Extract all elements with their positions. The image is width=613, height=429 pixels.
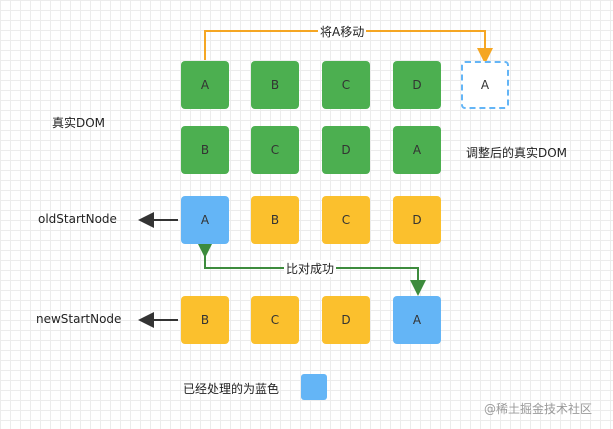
old-start-node-label: oldStartNode xyxy=(38,212,117,226)
real-dom-label: 真实DOM xyxy=(52,116,106,130)
adjusted-dom-node-d: D xyxy=(322,126,370,174)
new-start-node-label: newStartNode xyxy=(36,312,122,326)
new-vnode-c: C xyxy=(251,296,299,344)
new-vnode-d: D xyxy=(322,296,370,344)
watermark: @稀土掘金技术社区 xyxy=(484,402,593,416)
legend-processed-swatch xyxy=(301,374,327,400)
old-vnode-b: B xyxy=(251,196,299,244)
moved-node-ghost: A xyxy=(461,61,509,109)
real-dom-node-b: B xyxy=(251,61,299,109)
old-vnode-c: C xyxy=(322,196,370,244)
legend-processed-label: 已经处理的为蓝色 xyxy=(183,382,280,396)
adjusted-dom-node-b: B xyxy=(181,126,229,174)
old-vnode-a: A xyxy=(181,196,229,244)
new-vnode-a: A xyxy=(393,296,441,344)
real-dom-node-d: D xyxy=(393,61,441,109)
adjusted-real-dom-label: 调整后的真实DOM xyxy=(466,146,568,160)
new-vnode-b: B xyxy=(181,296,229,344)
move-a-label: 将A移动 xyxy=(318,23,367,40)
old-vnode-d: D xyxy=(393,196,441,244)
real-dom-node-c: C xyxy=(322,61,370,109)
compare-success-label: 比对成功 xyxy=(284,260,337,277)
adjusted-dom-node-c: C xyxy=(251,126,299,174)
adjusted-dom-node-a: A xyxy=(393,126,441,174)
real-dom-node-a: A xyxy=(181,61,229,109)
